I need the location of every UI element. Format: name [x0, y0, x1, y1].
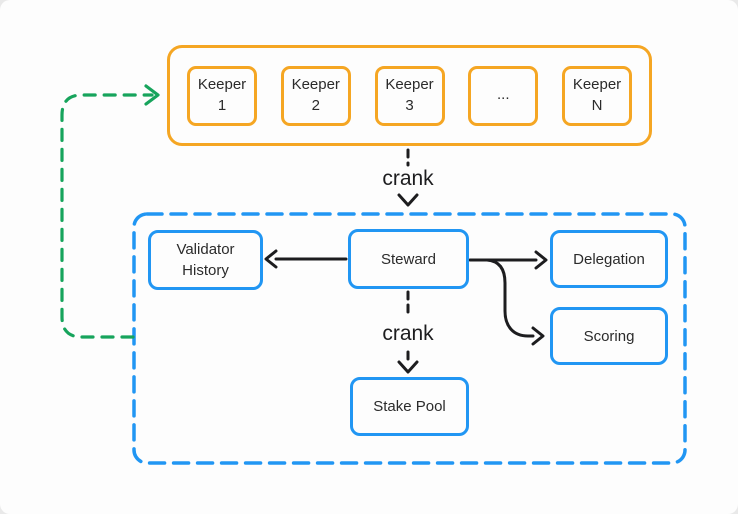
- scoring-node: Scoring: [550, 307, 668, 365]
- validator-history-label-line1: Validator: [176, 241, 235, 258]
- scoring-label: Scoring: [583, 327, 635, 345]
- keeper-n-label-line2: N: [591, 96, 603, 114]
- keeper-ellipsis-node: ...: [468, 65, 539, 126]
- crank-bottom-arrowhead-icon: [397, 360, 419, 374]
- keeper-3-label-line1: Keeper: [385, 76, 434, 94]
- steward-to-scoring-arrow: [485, 258, 535, 338]
- steward-to-validator-history-arrowhead-icon: [264, 249, 278, 269]
- keeper-3-node: Keeper 3: [374, 65, 445, 126]
- feedback-loop-arrow: [60, 93, 154, 339]
- crank-label-top: crank: [382, 167, 434, 190]
- stake-pool-node: Stake Pool: [350, 377, 469, 436]
- delegation-node: Delegation: [550, 230, 668, 288]
- keeper-n-node: Keeper N: [562, 65, 632, 126]
- keeper-1-label-line1: Keeper: [197, 76, 247, 94]
- steward-label: Steward: [380, 250, 437, 268]
- validator-history-label-line2: History: [182, 262, 229, 279]
- keeper-2-label-line1: Keeper: [291, 76, 340, 94]
- keeper-cluster: Keeper 1 Keeper 2 Keeper 3 ... Keeper N: [167, 45, 652, 146]
- validator-history-node: Validator History: [148, 230, 263, 290]
- keeper-2-label-line2: 2: [311, 96, 320, 114]
- keeper-3-label-line2: 3: [405, 96, 414, 114]
- keeper-n-label-line1: Keeper: [572, 76, 622, 94]
- crank-label-bottom: crank: [382, 322, 434, 345]
- stake-pool-label: Stake Pool: [373, 398, 446, 415]
- keeper-1-label-line2: 1: [217, 96, 227, 114]
- steward-to-scoring-arrowhead-icon: [531, 326, 545, 346]
- steward-to-delegation-arrowhead-icon: [534, 250, 548, 270]
- steward-cluster-boundary: [132, 212, 687, 465]
- crank-top-arrowhead-icon: [397, 193, 419, 207]
- steward-node: Steward: [348, 229, 469, 289]
- delegation-label: Delegation: [573, 250, 645, 268]
- keeper-2-node: Keeper 2: [280, 65, 351, 126]
- keeper-ellipsis-label: ...: [496, 86, 510, 104]
- feedback-loop-arrowhead-icon: [144, 84, 160, 106]
- keeper-1-node: Keeper 1: [187, 65, 257, 126]
